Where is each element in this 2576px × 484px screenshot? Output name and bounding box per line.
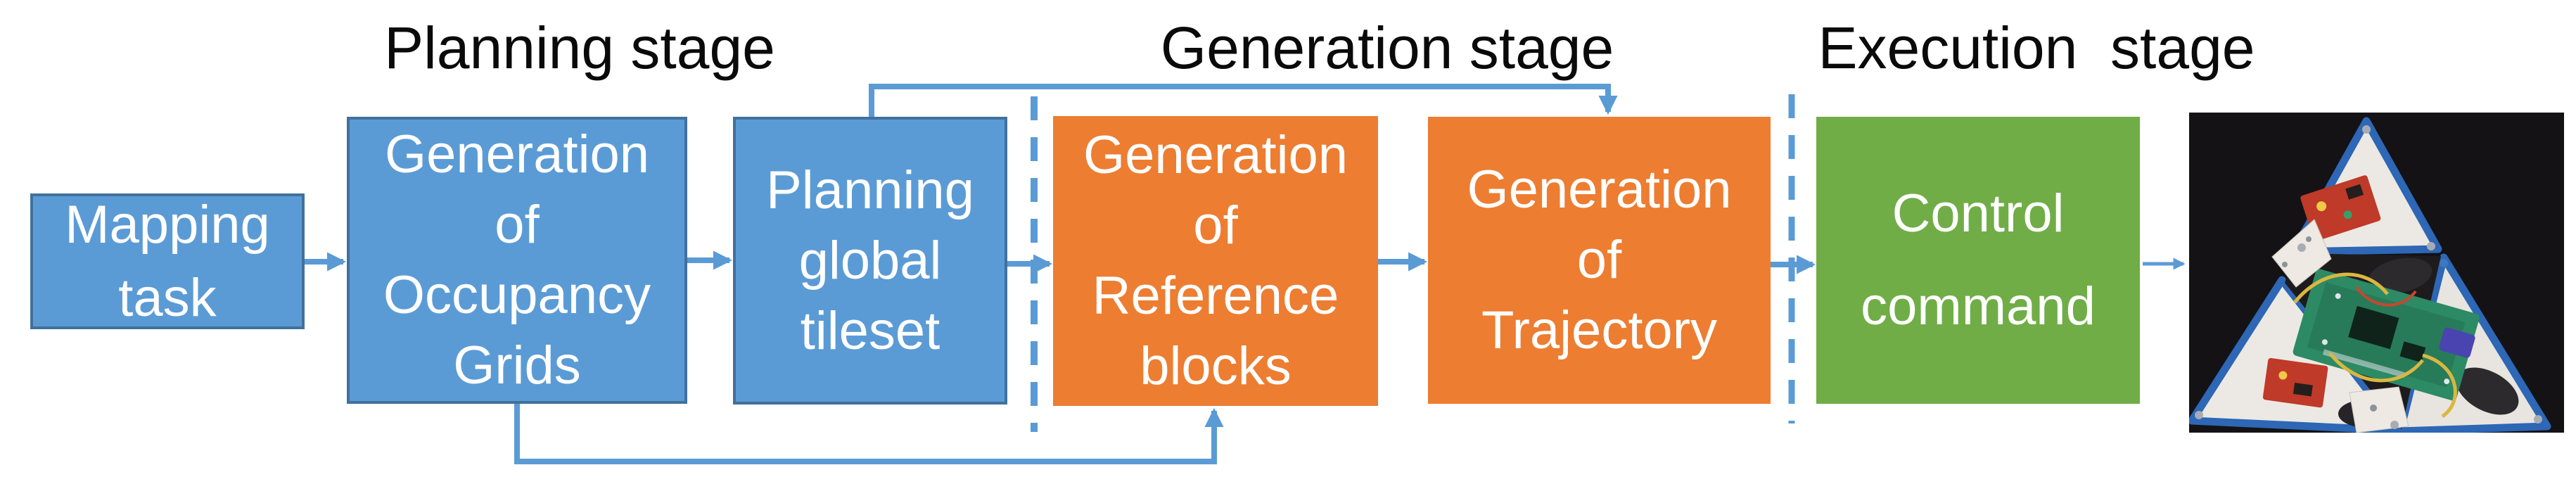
box-label-line: blocks [1140,336,1292,396]
box-label-line: Planning [766,160,974,220]
wire [2355,286,2417,307]
box-planning-global-tileset: Planning global tileset [733,117,1007,405]
box-label-line: Generation [384,125,650,184]
stage-title-execution: Execution stage [1818,14,2255,81]
box-generation-of-trajectory: Generation of Trajectory [1428,117,1771,404]
wheel [2456,367,2519,415]
box-label-line: command [1861,276,2096,336]
box-generation-of-reference-blocks: Generation of Reference blocks [1053,116,1378,406]
box-generation-of-occupancy-grids: Generation of Occupancy Grids [347,117,687,404]
screw [2427,242,2435,250]
box-label-line: of [1576,230,1622,290]
arrow-occupancy-to-reference-feedback [514,404,1224,464]
driver-board-left [2262,357,2328,408]
screw [2195,411,2203,419]
screw [2534,415,2542,424]
stage-title-generation: Generation stage [1160,14,1614,81]
screw [2362,125,2371,134]
box-label-line: Grids [453,336,581,395]
stage-title-planning: Planning stage [384,14,775,81]
arrow-tileset-to-trajectory-bypass [869,84,1618,117]
wheel [2368,257,2432,294]
box-label-line: Generation [1467,160,1732,219]
driver-board-top [2300,175,2381,241]
box-label-line: of [1193,196,1238,255]
box-label-line: Control [1892,184,2065,243]
connector [2440,259,2448,267]
screw [2297,243,2306,252]
box-label-line: Trajectory [1481,300,1718,360]
box-label-line: of [495,195,540,255]
box-label-line: Occupancy [383,265,651,325]
box-label-line: global [798,230,942,291]
box-label-line: task [118,267,217,328]
box-control-command: Control command [1816,117,2140,404]
screw [2282,262,2288,267]
wire [2422,353,2457,419]
controller-board [2293,269,2480,401]
wire [2293,272,2389,304]
screw [2306,236,2312,242]
box-mapping-task: Mapping task [30,193,305,329]
wire [2328,352,2424,383]
screw [2370,405,2377,412]
screw [2390,421,2399,429]
box-label-line: tileset [800,300,941,361]
bracket-bottom [2349,386,2409,433]
triangular-robot-photo [2189,113,2564,433]
box-label-line: Reference [1092,266,1339,326]
box-label-line: Generation [1083,125,1348,185]
bracket-top-left [2271,219,2332,288]
box-label-line: Mapping [65,194,270,255]
